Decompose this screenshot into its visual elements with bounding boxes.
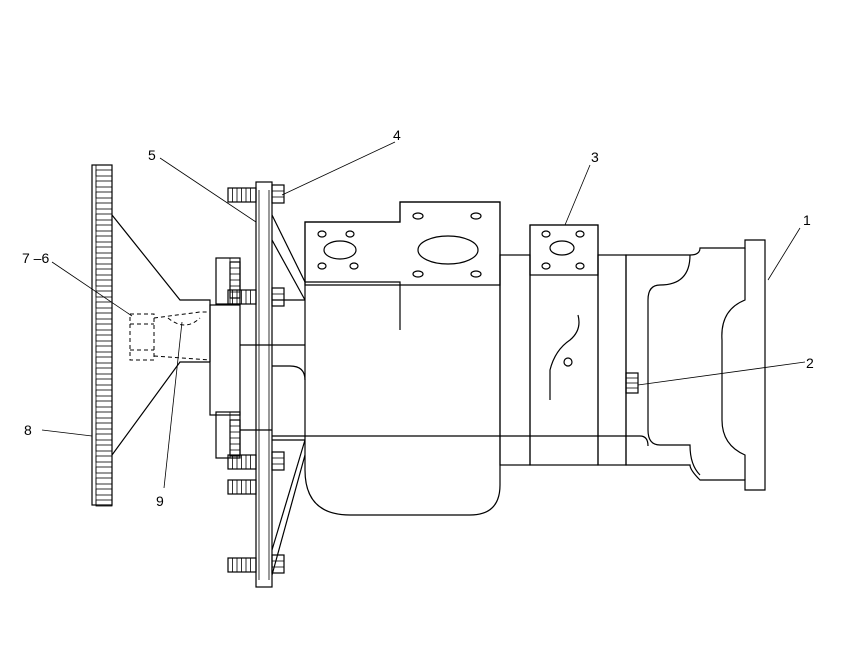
bolt-head: [271, 451, 285, 471]
coupling-hub: [129, 299, 211, 362]
leader-1: [767, 227, 801, 281]
callout-labels: 1 2 3 4 5 7 –6 8 9: [22, 127, 814, 509]
gear-tooth: [95, 389, 113, 397]
adapter-bolt: [229, 261, 241, 299]
mounting-flange: [255, 181, 273, 588]
callout-9: 9: [156, 493, 164, 509]
gear-tooth: [95, 224, 113, 232]
gear-tooth: [95, 191, 113, 199]
bolt: [227, 454, 257, 470]
shaft-lines: [240, 344, 649, 447]
gear-tooth: [95, 455, 113, 463]
leader-lines: [41, 141, 806, 489]
gear-tooth: [95, 323, 113, 331]
gear-tooth: [95, 488, 113, 496]
gear-tooth: [95, 246, 113, 254]
flange-gussets: [271, 214, 306, 576]
leader-2: [637, 361, 806, 386]
gear-tooth: [95, 334, 113, 342]
bolt: [227, 479, 257, 495]
gear-tooth: [95, 257, 113, 265]
adapter: [209, 257, 241, 459]
gear-tooth: [95, 279, 113, 287]
leader-3: [564, 164, 591, 226]
flange-bolts: [227, 184, 285, 574]
gear-tooth: [95, 180, 113, 188]
leader-7-6: [51, 261, 133, 317]
gear-tooth: [95, 367, 113, 375]
leader-9: [163, 321, 183, 489]
leader-4: [281, 141, 396, 196]
callout-4: 4: [393, 127, 401, 143]
gear-tooth: [95, 444, 113, 452]
gear-tooth: [95, 499, 113, 507]
gear-tooth: [95, 268, 113, 276]
gear-tooth: [95, 477, 113, 485]
pump-housing-rear: [625, 239, 766, 491]
bolt: [227, 187, 257, 203]
gear-tooth: [95, 411, 113, 419]
gear-tooth: [95, 466, 113, 474]
callout-3: 3: [591, 149, 599, 165]
pump-housing-front: [304, 201, 501, 516]
gear-tooth: [95, 345, 113, 353]
callout-7-6: 7 –6: [22, 250, 49, 266]
gear-tooth: [95, 290, 113, 298]
gear-tooth: [95, 422, 113, 430]
gear-tooth: [95, 169, 113, 177]
callout-1: 1: [803, 212, 811, 228]
gear-tooth: [95, 213, 113, 221]
callout-5: 5: [148, 147, 156, 163]
pump-housing-middle: [499, 224, 627, 466]
callout-8: 8: [24, 422, 32, 438]
gear-tooth: [95, 202, 113, 210]
bolt-head: [271, 287, 285, 307]
adapter-bolt: [229, 419, 241, 457]
gear-tooth: [95, 433, 113, 441]
gear-tooth: [95, 312, 113, 320]
gear-web: [111, 214, 210, 456]
gear-tooth: [95, 378, 113, 386]
gear-ring: [91, 164, 113, 507]
bolt-2: [625, 372, 639, 394]
bolt: [227, 557, 257, 573]
gear-tooth: [95, 400, 113, 408]
leader-5: [159, 157, 257, 223]
gear-tooth: [95, 301, 113, 309]
bolt-head: [271, 184, 285, 204]
leader-8: [41, 429, 93, 437]
callout-2: 2: [806, 355, 814, 371]
gear-tooth: [95, 356, 113, 364]
gear-tooth: [95, 235, 113, 243]
